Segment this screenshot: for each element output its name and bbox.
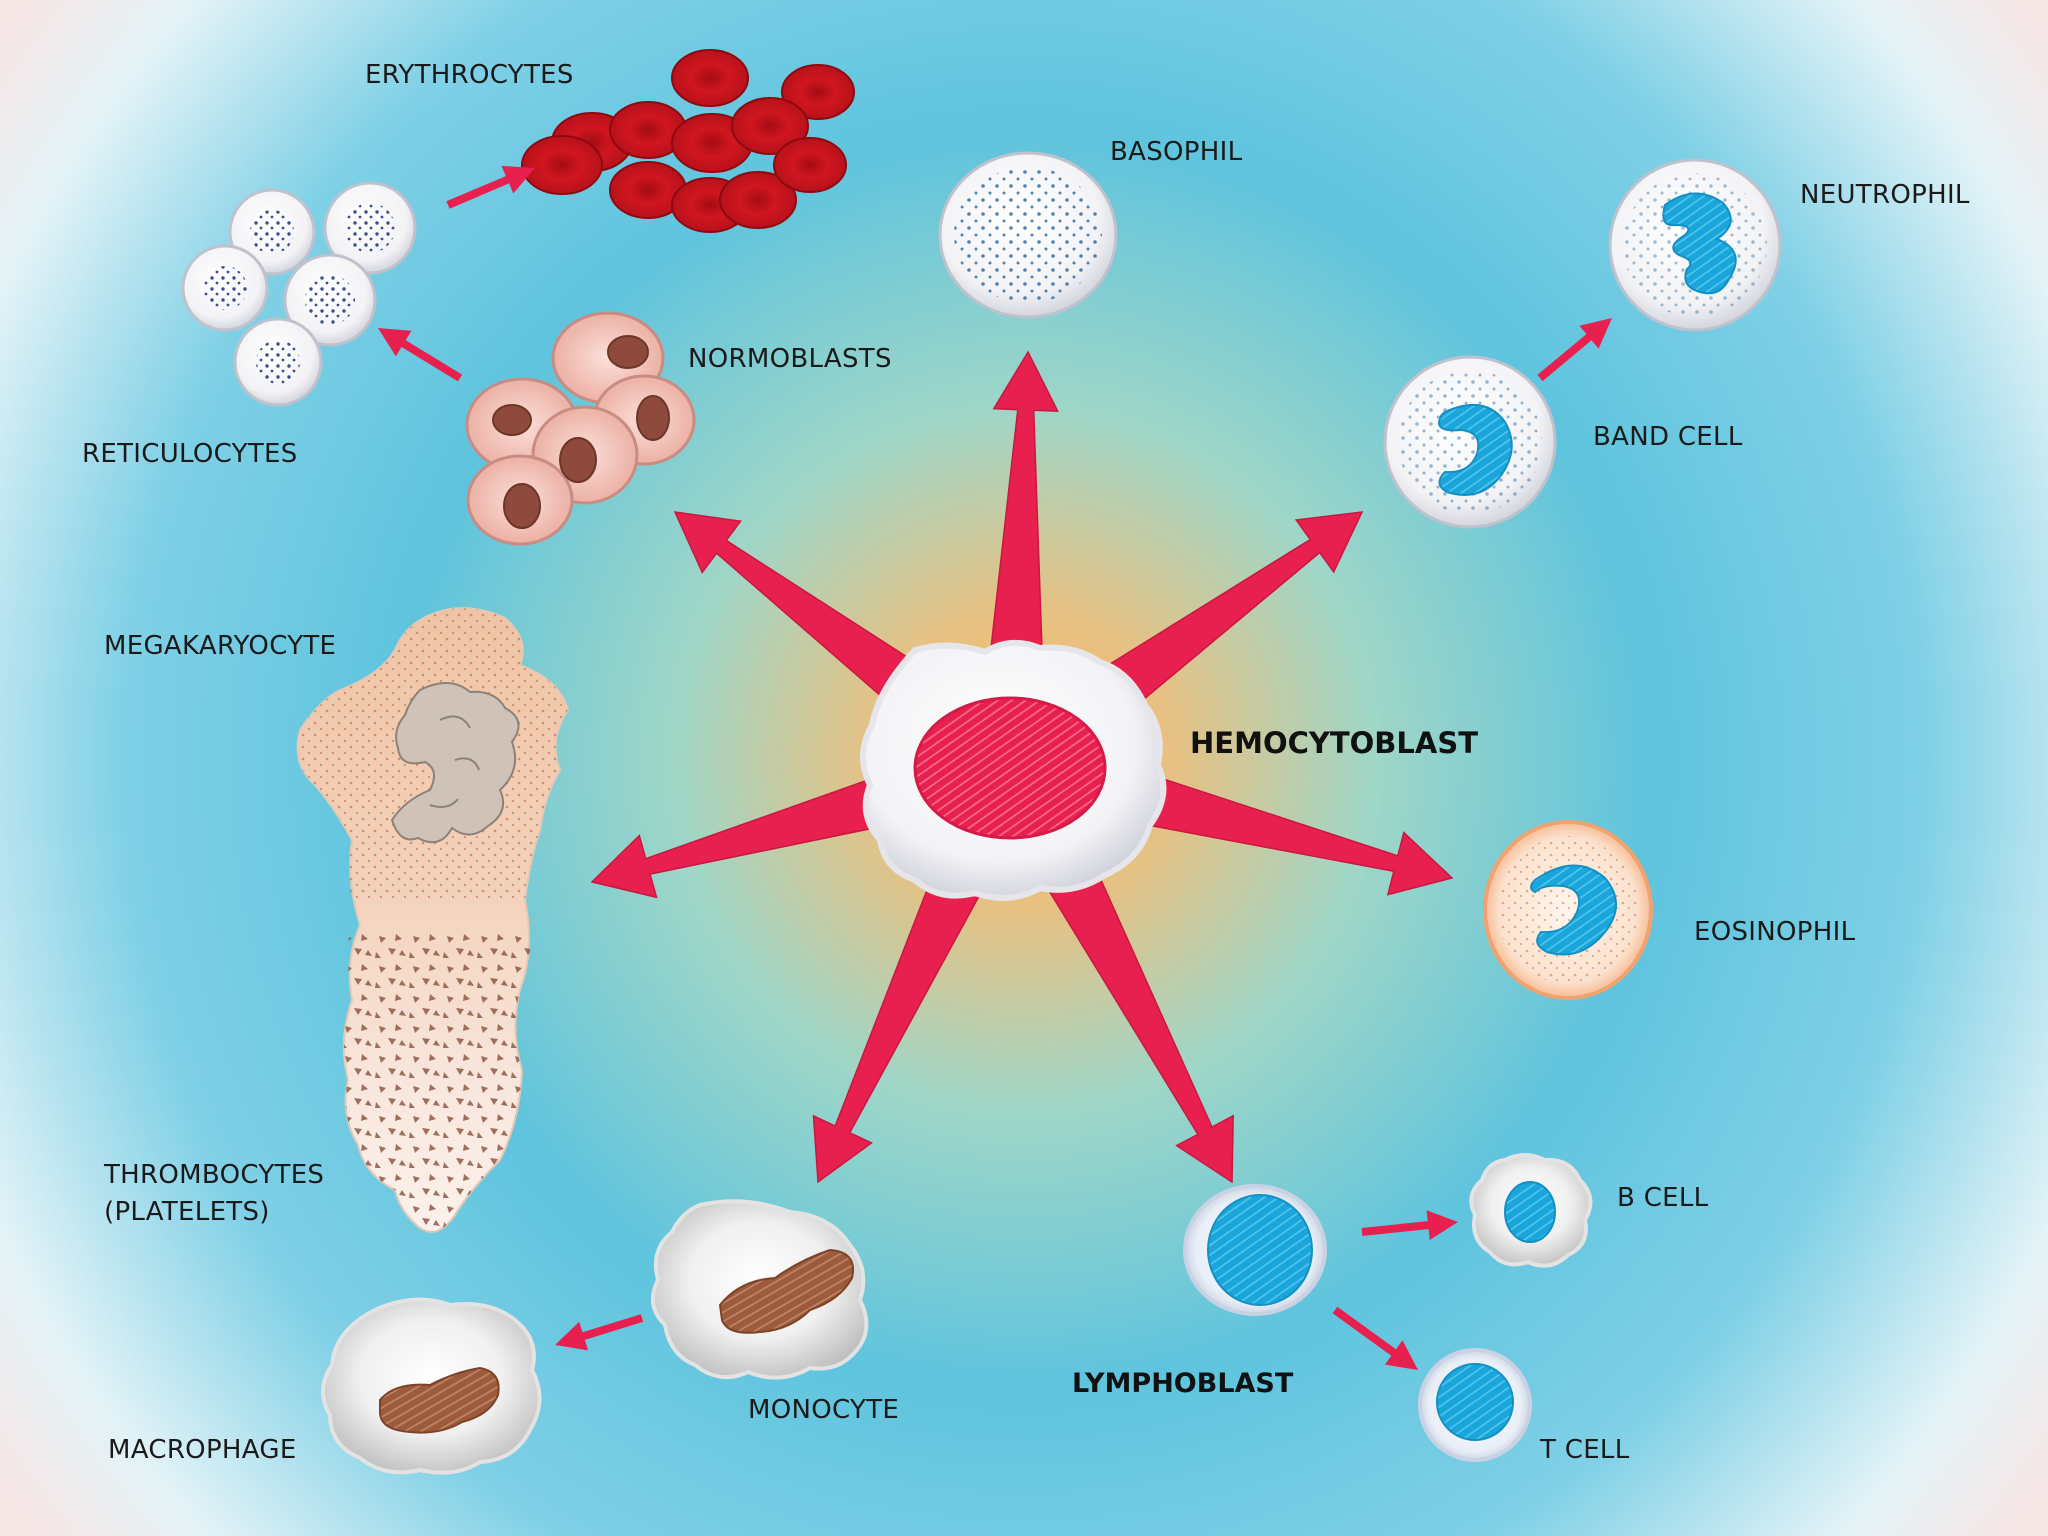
label-reticulocytes: RETICULOCYTES bbox=[82, 439, 298, 469]
megakaryocyte-cell bbox=[296, 607, 570, 1233]
secondary-arrows bbox=[378, 165, 1612, 1370]
label-erythrocytes: ERYTHROCYTES bbox=[365, 60, 574, 90]
lymphoblast-cell bbox=[1183, 1184, 1327, 1316]
label-megakaryocyte: MEGAKARYOCYTE bbox=[104, 631, 336, 661]
label-band-cell: BAND CELL bbox=[1593, 422, 1743, 452]
label-lymphoblast: LYMPHOBLAST bbox=[1072, 1368, 1294, 1399]
label-basophil: BASOPHIL bbox=[1110, 137, 1243, 167]
label-thrombocytes: THROMBOCYTES bbox=[103, 1160, 324, 1190]
label-b-cell: B CELL bbox=[1617, 1183, 1709, 1213]
label-eosinophil: EOSINOPHIL bbox=[1694, 917, 1856, 947]
arrow-lympho-to-bcell bbox=[1361, 1210, 1458, 1240]
monocyte-cell bbox=[650, 1199, 869, 1380]
t-cell bbox=[1418, 1348, 1532, 1462]
reticulocytes-cluster bbox=[181, 181, 417, 407]
erythrocytes-cluster bbox=[521, 49, 855, 233]
eosinophil-cell bbox=[1483, 820, 1653, 1000]
arrow-mono-to-macro bbox=[555, 1314, 644, 1351]
b-cell bbox=[1469, 1153, 1593, 1268]
hemocytoblast-cell bbox=[859, 639, 1167, 901]
band-cell bbox=[1383, 355, 1557, 529]
neutrophil-cell bbox=[1608, 158, 1782, 332]
normoblasts-cluster bbox=[465, 311, 696, 546]
macrophage-cell bbox=[321, 1297, 542, 1475]
label-t-cell: T CELL bbox=[1539, 1435, 1630, 1465]
arrow-band-to-neutro bbox=[1537, 318, 1612, 382]
label-normoblasts: NORMOBLASTS bbox=[688, 344, 892, 374]
label-hemocytoblast: HEMOCYTOBLAST bbox=[1190, 726, 1478, 760]
arrow-retic-to-erythro bbox=[446, 165, 535, 209]
arrow-lympho-to-tcell bbox=[1332, 1306, 1418, 1370]
arrow-normo-to-retic bbox=[378, 328, 463, 382]
basophil-cell bbox=[938, 151, 1118, 319]
label-monocyte: MONOCYTE bbox=[748, 1395, 899, 1425]
label-macrophage: MACROPHAGE bbox=[108, 1435, 297, 1465]
label-platelets: (PLATELETS) bbox=[104, 1197, 270, 1227]
label-neutrophil: NEUTROPHIL bbox=[1800, 180, 1970, 210]
